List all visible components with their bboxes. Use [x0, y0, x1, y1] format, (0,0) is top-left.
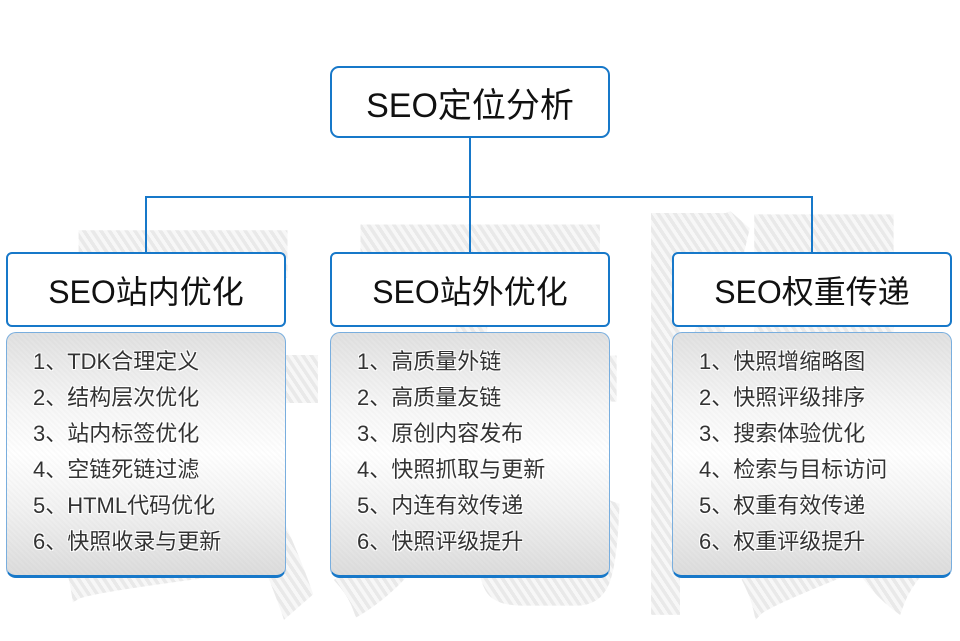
column-onsite-panel: 1、TDK合理定义 2、结构层次优化 3、站内标签优化 4、空链死链过滤 5、H…: [6, 332, 286, 578]
list-item: 3、搜索体验优化: [699, 421, 866, 446]
list-item: 1、高质量外链: [357, 349, 502, 374]
list-item: 4、检索与目标访问: [699, 457, 888, 482]
column-weight: SEO权重传递 1、快照增缩略图 2、快照评级排序 3、搜索体验优化 4、检索与…: [672, 252, 952, 578]
root-node-label: SEO定位分析: [366, 86, 574, 125]
column-offsite-header-label: SEO站外优化: [372, 273, 568, 310]
column-offsite: SEO站外优化 1、高质量外链 2、高质量友链 3、原创内容发布 4、快照抓取与…: [330, 252, 610, 578]
list-item: 2、快照评级排序: [699, 385, 866, 410]
column-onsite-header-label: SEO站内优化: [48, 273, 244, 310]
column-weight-panel: 1、快照增缩略图 2、快照评级排序 3、搜索体验优化 4、检索与目标访问 5、权…: [672, 332, 952, 578]
list-item: 2、高质量友链: [357, 385, 502, 410]
connector-drop-right: [811, 196, 813, 253]
list-item: 5、权重有效传递: [699, 493, 866, 518]
list-item: 6、快照评级提升: [357, 529, 524, 554]
list-item: 1、快照增缩略图: [699, 349, 866, 374]
connector-root-vertical: [469, 138, 471, 197]
connector-horizontal: [145, 196, 813, 198]
connector-drop-left: [145, 196, 147, 253]
list-item: 6、快照收录与更新: [33, 529, 222, 554]
list-item: 4、空链死链过滤: [33, 457, 200, 482]
connector-drop-middle: [469, 196, 471, 253]
root-node-box: SEO定位分析: [330, 66, 610, 138]
list-item: 6、权重评级提升: [699, 529, 866, 554]
column-weight-header-box: SEO权重传递: [672, 252, 952, 327]
list-item: 3、原创内容发布: [357, 421, 524, 446]
list-item: 3、站内标签优化: [33, 421, 200, 446]
column-offsite-panel: 1、高质量外链 2、高质量友链 3、原创内容发布 4、快照抓取与更新 5、内连有…: [330, 332, 610, 578]
list-item: 5、内连有效传递: [357, 493, 524, 518]
column-onsite-header-box: SEO站内优化: [6, 252, 286, 327]
column-onsite: SEO站内优化 1、TDK合理定义 2、结构层次优化 3、站内标签优化 4、空链…: [6, 252, 286, 578]
column-weight-header-label: SEO权重传递: [714, 273, 910, 310]
list-item: 4、快照抓取与更新: [357, 457, 546, 482]
column-offsite-header-box: SEO站外优化: [330, 252, 610, 327]
list-item: 1、TDK合理定义: [33, 349, 200, 374]
list-item: 2、结构层次优化: [33, 385, 200, 410]
list-item: 5、HTML代码优化: [33, 493, 216, 518]
